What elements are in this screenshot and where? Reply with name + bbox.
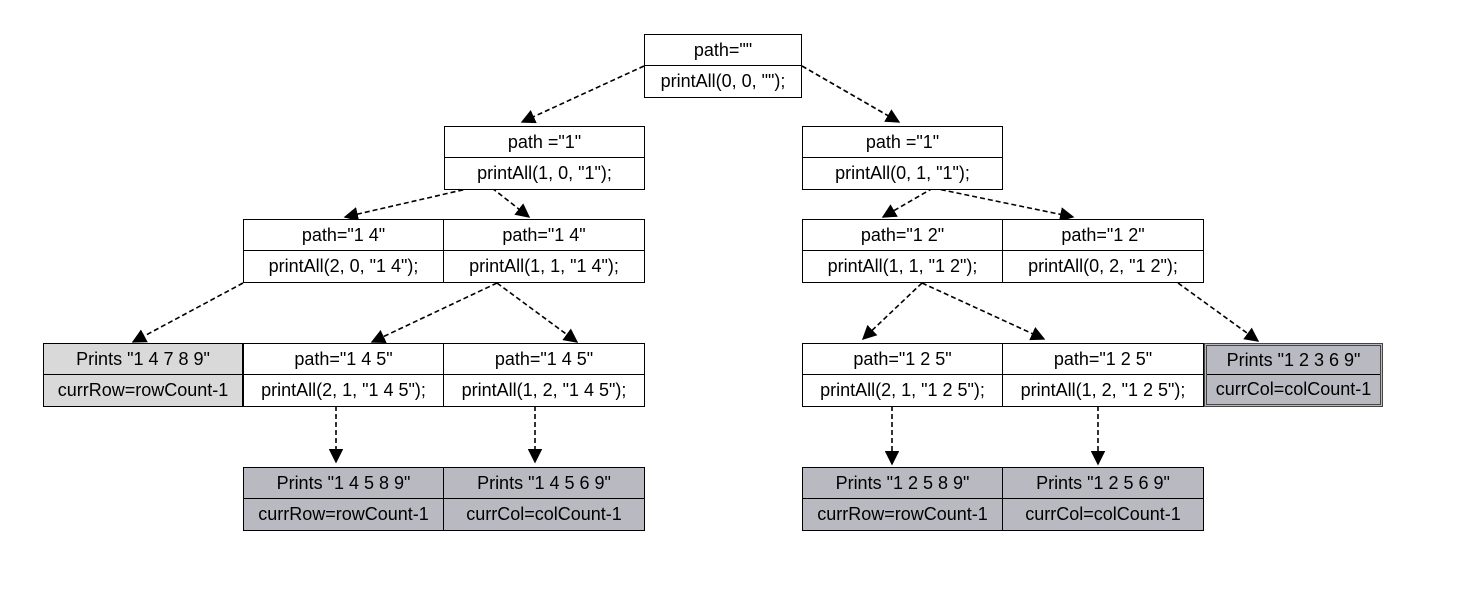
edge-arrow-l2a-to-l3a xyxy=(131,282,244,343)
edge-arrow-l1b-to-l2c xyxy=(881,187,934,218)
node-call-label: printAll(1, 1, "1 2"); xyxy=(827,256,978,276)
node-call-label: printAll(1, 0, "1"); xyxy=(477,163,612,183)
node-result-label: Prints "1 2 5 8 9" xyxy=(803,468,1002,499)
node-call-label: printAll(0, 2, "1 2"); xyxy=(1028,256,1178,276)
edge-arrow-l1b-to-l2d xyxy=(932,187,1075,222)
node-result-label: Prints "1 4 5 8 9" xyxy=(244,468,443,499)
node-path-label: path="1 2 5" xyxy=(1003,344,1203,375)
node-call-label: printAll(1, 1, "1 4"); xyxy=(469,256,619,276)
node-l3e: path="1 2 5" printAll(1, 2, "1 2 5"); xyxy=(1002,343,1204,407)
node-path-label: path="1 2" xyxy=(803,220,1002,251)
node-path-label: path="1 2 5" xyxy=(803,344,1002,375)
node-result-label: Prints "1 2 3 6 9" xyxy=(1207,346,1380,375)
node-path-label: path ="1" xyxy=(803,127,1002,158)
node-call-label: printAll(0, 1, "1"); xyxy=(835,163,970,183)
node-l2d: path="1 2" printAll(0, 2, "1 2"); xyxy=(1002,219,1204,283)
edge-arrow-root-to-l1a xyxy=(520,65,645,124)
edge-arrow-l2b-to-l3c xyxy=(496,282,579,343)
node-l4c-leaf: Prints "1 2 5 8 9" currRow=rowCount-1 xyxy=(802,467,1003,531)
node-l2b: path="1 4" printAll(1, 1, "1 4"); xyxy=(443,219,645,283)
node-path-label: path="1 4 5" xyxy=(244,344,443,375)
edge-arrow-l2b-to-l3b xyxy=(370,282,498,343)
node-l3b: path="1 4 5" printAll(2, 1, "1 4 5"); xyxy=(243,343,444,407)
node-path-label: path="1 4" xyxy=(244,220,443,251)
node-path-label: path="1 4 5" xyxy=(444,344,644,375)
node-call-label: printAll(1, 2, "1 2 5"); xyxy=(1020,380,1186,400)
node-condition-label: currCol=colCount-1 xyxy=(1215,379,1372,399)
node-l2a: path="1 4" printAll(2, 0, "1 4"); xyxy=(243,219,444,283)
node-result-label: Prints "1 4 5 6 9" xyxy=(444,468,644,499)
node-call-label: printAll(1, 2, "1 4 5"); xyxy=(461,380,627,400)
node-l3f-leaf: Prints "1 2 3 6 9" currCol=colCount-1 xyxy=(1204,343,1383,407)
node-l4a-leaf: Prints "1 4 5 8 9" currRow=rowCount-1 xyxy=(243,467,444,531)
edge-arrow-l1a-to-l2a xyxy=(343,187,472,222)
edge-arrow-l2c-to-l3e xyxy=(921,282,1046,341)
node-root: path="" printAll(0, 0, ""); xyxy=(644,34,802,98)
node-l4b-leaf: Prints "1 4 5 6 9" currCol=colCount-1 xyxy=(443,467,645,531)
node-path-label: path="" xyxy=(645,35,801,66)
node-path-label: path="1 2" xyxy=(1003,220,1203,251)
node-path-label: path="1 4" xyxy=(444,220,644,251)
node-condition-label: currCol=colCount-1 xyxy=(466,504,622,524)
node-l1a: path ="1" printAll(1, 0, "1"); xyxy=(444,126,645,190)
node-condition-label: currRow=rowCount-1 xyxy=(817,504,988,524)
node-l3c: path="1 4 5" printAll(1, 2, "1 4 5"); xyxy=(443,343,645,407)
edge-arrow-l1a-to-l2b xyxy=(491,187,531,218)
edge-arrow-l2c-to-l3d xyxy=(861,282,923,340)
node-call-label: printAll(2, 1, "1 4 5"); xyxy=(261,380,426,400)
node-result-label: Prints "1 4 7 8 9" xyxy=(44,344,242,375)
node-l2c: path="1 2" printAll(1, 1, "1 2"); xyxy=(802,219,1003,283)
edge-arrow-root-to-l1b xyxy=(801,65,901,123)
node-call-label: printAll(2, 0, "1 4"); xyxy=(268,256,419,276)
node-call-label: printAll(2, 1, "1 2 5"); xyxy=(820,380,985,400)
node-path-label: path ="1" xyxy=(445,127,644,158)
node-l4d-leaf: Prints "1 2 5 6 9" currCol=colCount-1 xyxy=(1002,467,1204,531)
node-condition-label: currRow=rowCount-1 xyxy=(258,504,429,524)
node-result-label: Prints "1 2 5 6 9" xyxy=(1003,468,1203,499)
node-condition-label: currCol=colCount-1 xyxy=(1025,504,1181,524)
node-l3a-leaf: Prints "1 4 7 8 9" currRow=rowCount-1 xyxy=(43,343,243,407)
node-condition-label: currRow=rowCount-1 xyxy=(57,380,229,400)
node-call-label: printAll(0, 0, ""); xyxy=(660,71,786,91)
node-l1b: path ="1" printAll(0, 1, "1"); xyxy=(802,126,1003,190)
edge-arrow-l2d-to-l3f xyxy=(1177,282,1260,342)
node-l3d: path="1 2 5" printAll(2, 1, "1 2 5"); xyxy=(802,343,1003,407)
